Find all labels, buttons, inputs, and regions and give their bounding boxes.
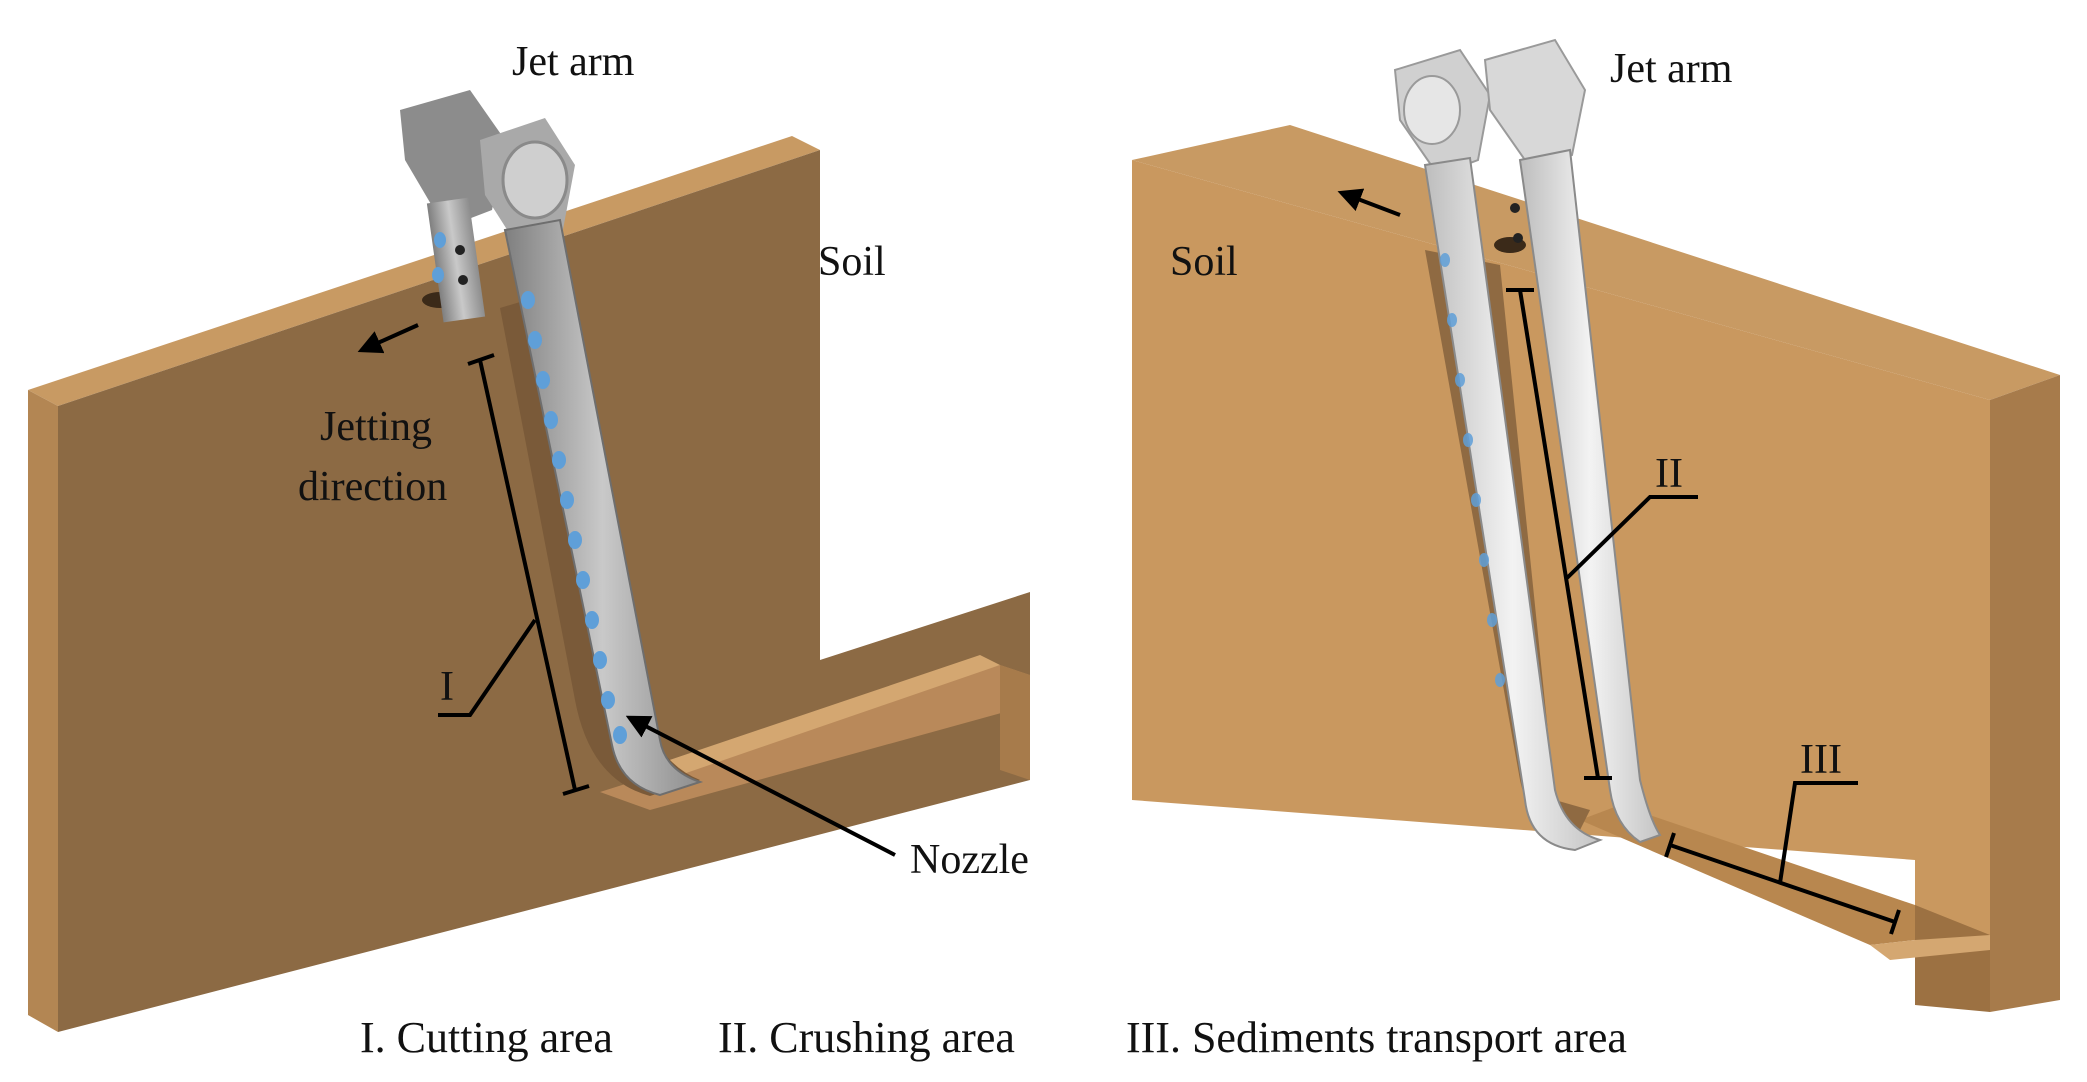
- right-annotations: [1337, 188, 1901, 935]
- left-jet-arm-label: Jet arm: [512, 39, 635, 85]
- left-zone-I-bracket: [478, 359, 577, 791]
- right-trench-ledge-front: [1915, 905, 1990, 1012]
- left-trench-ledge-side: [1000, 665, 1030, 780]
- caption-legend: I. Cutting area II. Crushing area III. S…: [360, 1013, 1627, 1062]
- left-annotations: [357, 323, 896, 857]
- right-zone-III-bracket: [1669, 843, 1896, 924]
- left-nozzle-leader: [625, 715, 896, 857]
- right-zone-III-leader: [1778, 781, 1858, 884]
- left-nozzle-label: Nozzle: [910, 837, 1029, 883]
- right-trench-floor: [1580, 805, 1915, 945]
- left-arm-shaft: [503, 218, 704, 797]
- right-jetting-arrow: [1337, 188, 1401, 217]
- left-jetting-arrow: [357, 323, 419, 354]
- left-jetting-direction-line1: Jetting: [320, 404, 432, 450]
- caption-item-1: I. Cutting area: [360, 1013, 613, 1062]
- right-jet-arm-front: [1483, 38, 1662, 844]
- left-jet-arm-back: [400, 90, 505, 323]
- left-diagram: Jet arm Soil Jetting direction I Nozzle: [28, 39, 1030, 1032]
- right-zone-III-label: III: [1800, 737, 1842, 783]
- left-zone-I-label: I: [440, 664, 454, 710]
- left-soil-label: Soil: [818, 239, 886, 285]
- left-soil-top-face: [28, 136, 820, 406]
- right-soil-side-face: [1990, 375, 2060, 1012]
- caption-item-3: III. Sediments transport area: [1126, 1013, 1627, 1062]
- right-soil-label: Soil: [1170, 239, 1238, 285]
- left-soil-main-face: [58, 150, 1030, 1032]
- right-trench-ledge-top: [1870, 935, 1990, 960]
- right-nozzle-row: [1440, 253, 1505, 687]
- right-diagram: Jet arm Soil II III: [1132, 38, 2060, 1012]
- left-jetting-direction-line2: direction: [298, 464, 447, 510]
- caption-item-2: II. Crushing area: [718, 1013, 1015, 1062]
- left-nozzle-row: [432, 232, 627, 744]
- right-jet-arm-label: Jet arm: [1610, 46, 1733, 92]
- left-zone-I-leader: [438, 618, 537, 717]
- left-trench-ledge-top: [640, 655, 1000, 782]
- right-zone-II-bracket: [1518, 289, 1600, 779]
- left-jet-arm-front: [432, 118, 704, 797]
- right-zone-II-label: II: [1655, 451, 1683, 497]
- left-soil-front-face: [28, 390, 58, 1032]
- right-zone-II-leader: [1565, 495, 1698, 580]
- right-jet-arm-back: [1393, 48, 1604, 852]
- left-trench-floor: [600, 665, 1030, 810]
